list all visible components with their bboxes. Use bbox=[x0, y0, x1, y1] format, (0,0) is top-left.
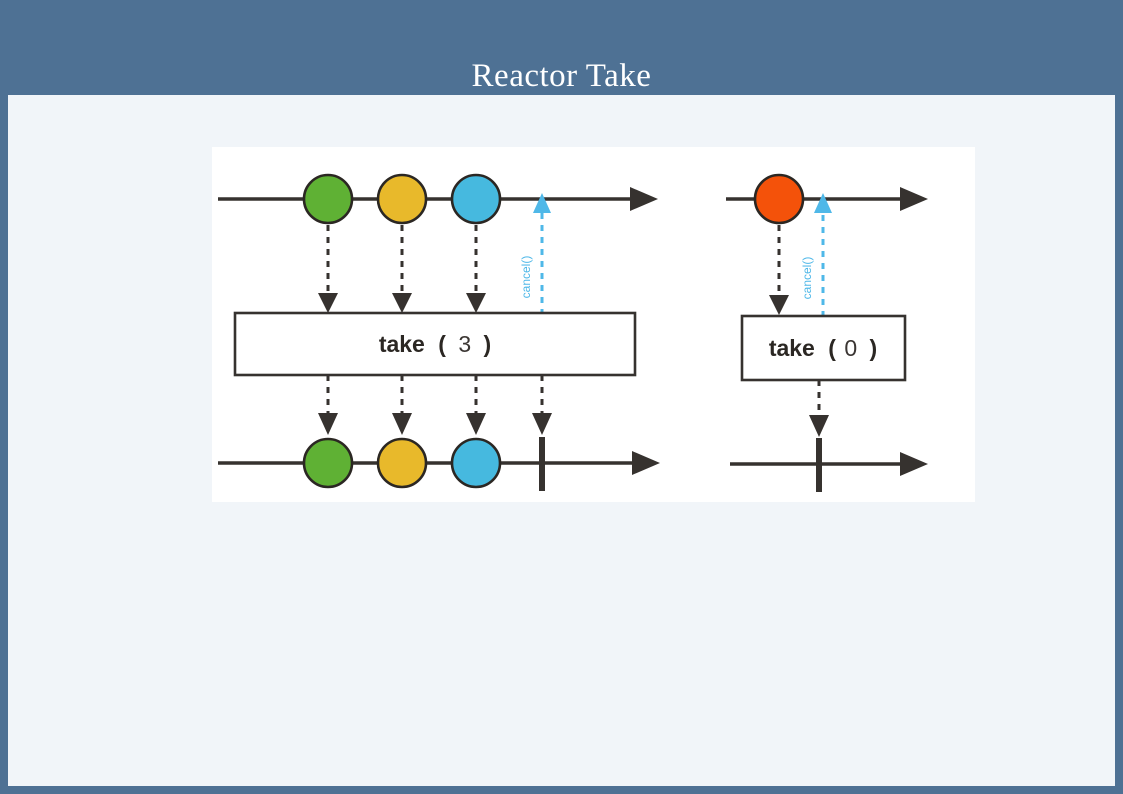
marble-circle-yellow[interactable] bbox=[376, 173, 428, 225]
result-marble-yellow[interactable] bbox=[376, 437, 428, 489]
result-timeline-arrowhead-0 bbox=[900, 452, 928, 476]
drop-line-green-in bbox=[318, 225, 338, 313]
operator-argument-take-0: 0 bbox=[844, 335, 857, 361]
operator-close-paren-take-0: ) bbox=[870, 335, 878, 361]
source-timeline-arrowhead-0 bbox=[900, 187, 928, 211]
source-timeline-arrowhead bbox=[630, 187, 658, 211]
drop-line-complete-out bbox=[532, 375, 552, 435]
marble-circle-green[interactable] bbox=[302, 173, 354, 225]
operator-box-rect-take-3[interactable] bbox=[233, 311, 637, 377]
operator-open-paren-take-3: ( bbox=[438, 331, 446, 357]
drop-line-green-out bbox=[318, 375, 338, 435]
result-marble-circle-blue[interactable] bbox=[450, 437, 502, 489]
result-marble-circle-green[interactable] bbox=[302, 437, 354, 489]
marble-circle-blue[interactable] bbox=[450, 173, 502, 225]
drop-line-blue-in bbox=[466, 225, 486, 313]
cancel-arrow-take-3: cancel() bbox=[519, 193, 551, 315]
diagram-take-0: cancel() take ( 0 ) bbox=[726, 173, 928, 492]
operator-name-take-3: take bbox=[379, 331, 425, 357]
drop-line-yellow-in bbox=[392, 225, 412, 313]
operator-close-paren-take-3: ) bbox=[484, 331, 492, 357]
page-title: Reactor Take bbox=[471, 58, 652, 94]
content-panel: cancel() take ( 3 ) bbox=[8, 95, 1115, 786]
marble-diagram-svg: cancel() take ( 3 ) bbox=[218, 173, 928, 492]
drop-line-orange-in bbox=[769, 225, 789, 315]
operator-box-rect-take-0[interactable] bbox=[740, 314, 907, 382]
cancel-arrow-take-0: cancel() bbox=[800, 193, 832, 317]
result-marble-blue[interactable] bbox=[450, 437, 502, 489]
marble-circle-orange[interactable] bbox=[753, 173, 805, 225]
source-marble-green[interactable] bbox=[302, 173, 354, 225]
result-timeline-take-3 bbox=[218, 451, 660, 475]
operator-open-paren-take-0: ( bbox=[828, 335, 836, 361]
result-timeline-arrowhead bbox=[632, 451, 660, 475]
result-timeline-take-0 bbox=[730, 452, 928, 476]
operator-box-take-3[interactable]: take ( 3 ) bbox=[233, 311, 637, 377]
drop-line-blue-out bbox=[466, 375, 486, 435]
result-marble-green[interactable] bbox=[302, 437, 354, 489]
source-marble-orange[interactable] bbox=[753, 173, 805, 225]
source-timeline-take-3 bbox=[218, 187, 658, 211]
operator-argument-take-3: 3 bbox=[458, 331, 471, 357]
marble-diagram-canvas: cancel() take ( 3 ) bbox=[212, 147, 975, 502]
cancel-label-take-0: cancel() bbox=[800, 257, 814, 300]
title-bar: Reactor Take bbox=[0, 0, 1123, 95]
operator-label-take-3: take ( 3 ) bbox=[379, 331, 491, 357]
operator-name-take-0: take bbox=[769, 335, 815, 361]
operator-label-take-0: take ( 0 ) bbox=[769, 335, 877, 361]
operator-box-take-0[interactable]: take ( 0 ) bbox=[740, 314, 907, 382]
result-marble-circle-yellow[interactable] bbox=[376, 437, 428, 489]
drop-line-yellow-out bbox=[392, 375, 412, 435]
diagram-take-3: cancel() take ( 3 ) bbox=[218, 173, 660, 491]
source-marble-blue[interactable] bbox=[450, 173, 502, 225]
cancel-label-take-3: cancel() bbox=[519, 256, 533, 299]
source-marble-yellow[interactable] bbox=[376, 173, 428, 225]
drop-line-complete-out-0 bbox=[809, 380, 829, 437]
